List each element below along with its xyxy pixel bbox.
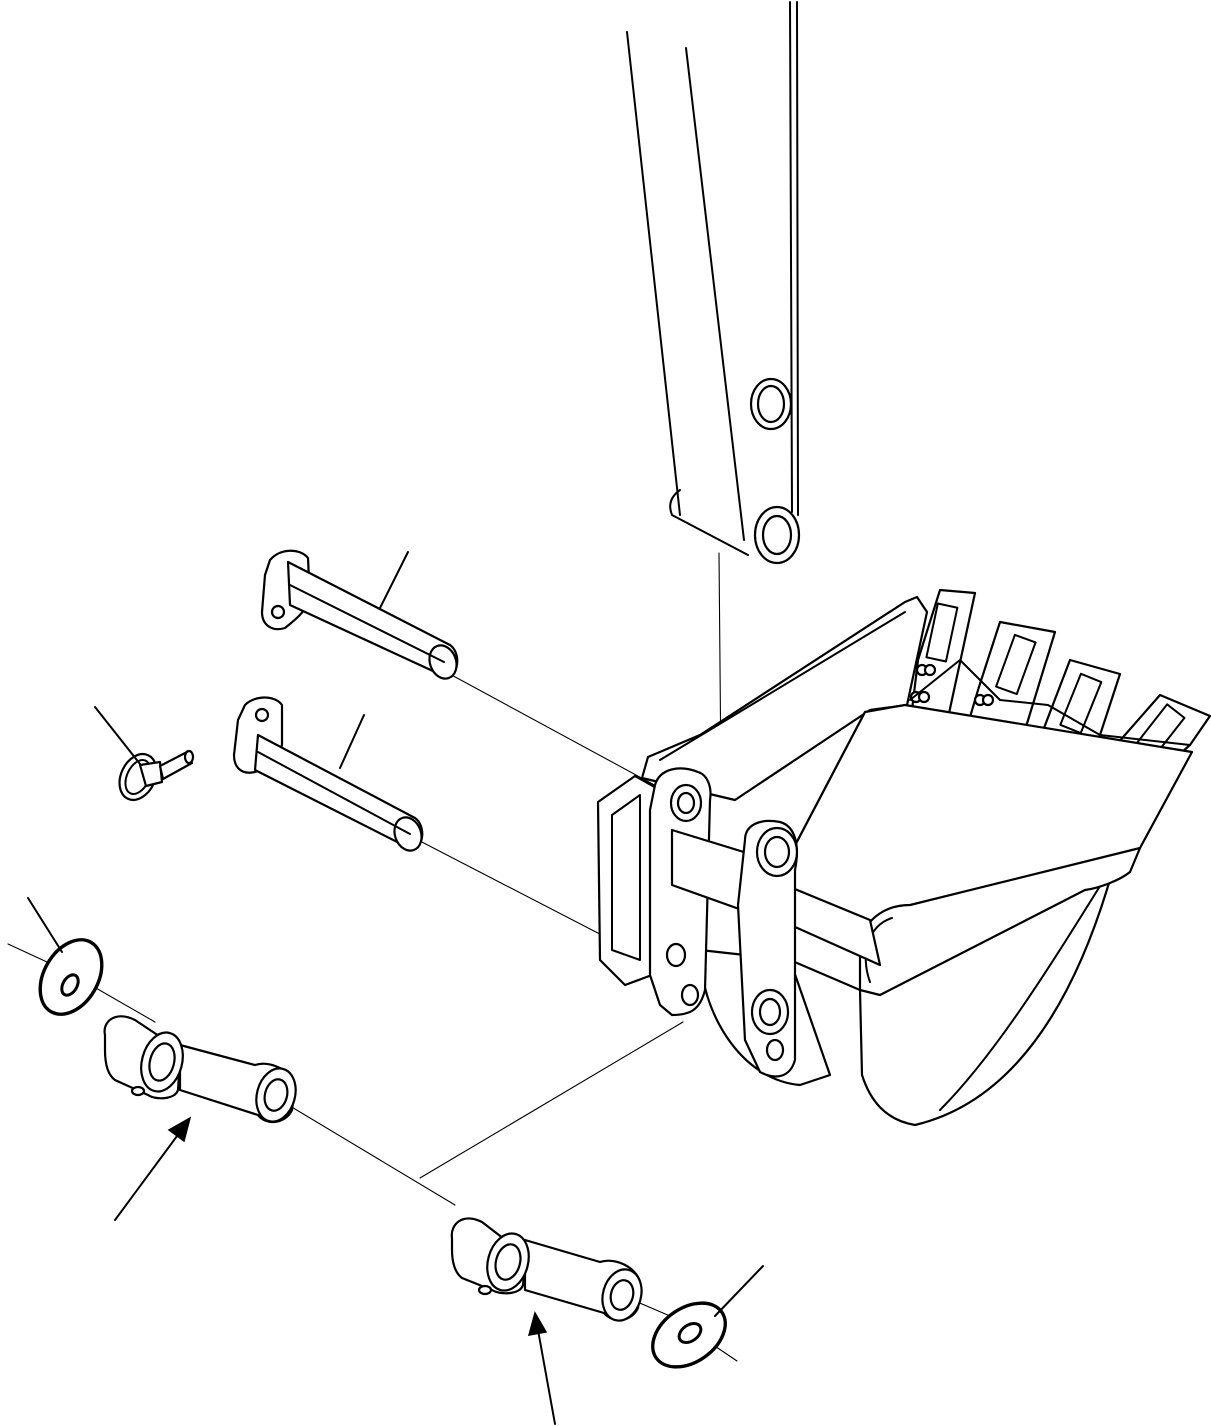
lower-pin-leader [339,714,365,769]
bracket-2-hole [765,1038,785,1062]
link-to-bucket-line [419,1021,684,1179]
bucket-upper-beam-inner [659,611,906,761]
lock-bolt [118,749,195,802]
lock-bolt-shank [158,750,194,781]
right-link [450,1217,643,1322]
bucket-bowl-curve [939,861,1116,1111]
arm-right-edge-2 [796,1,799,516]
bracket-2-lower-bore [758,997,782,1027]
left-link-arrow-shaft [114,1131,181,1221]
bracket-2-bore [763,835,791,869]
tooth-3-slot [1059,672,1103,735]
lock-bolt-head [138,760,164,788]
lower-pin-shade [257,751,411,835]
right-washer-leader [714,1265,764,1317]
upper-pin-leader [379,551,409,609]
arm [626,1,801,565]
left-link-arrow-head [167,1116,192,1143]
bracket-1-hole-a [665,942,687,968]
link-to-link-line [279,1099,456,1206]
bucket-bracket-1 [648,767,712,1017]
arm-tip-bore [761,514,793,556]
lower-pin [232,696,424,852]
lock-bolt-tip [183,749,195,765]
bracket-1-hole-b [680,983,700,1007]
lower-pin-head-hole [254,707,270,723]
left-washer [38,938,104,1016]
bracket-1-bore [676,791,696,815]
upper-pin-head-hole [270,604,286,620]
lock-bolt-leader [94,706,141,765]
right-link-arrow-head [527,1311,548,1336]
left-washer-leader [27,897,63,953]
right-link-nipple [477,1284,493,1296]
right-link-end-bore [609,1279,635,1311]
tooth-2-slot [995,633,1037,696]
arm-tip-outline [669,489,749,556]
bucket-cutting-edge [909,659,1191,746]
left-link-front-bore [148,1042,176,1082]
arrows [114,1116,556,1425]
bucket-upper-beam [640,595,929,802]
bucket-inner-edge [789,711,866,856]
bucket [596,588,1211,1127]
arm-right-edge [789,1,793,513]
left-link [103,1015,297,1123]
right-link-front-bore [494,1243,522,1281]
arm-left-edge [626,31,681,516]
upper-pin-shade [289,584,445,663]
right-link-arrow-shaft [537,1329,556,1425]
right-washer-hole [677,1321,703,1345]
leader-lines [27,551,764,1317]
arm-upper-bore-inner [756,384,786,424]
left-link-nipple [130,1085,146,1097]
left-washer-hole [60,973,80,997]
tooth-1-slot [925,602,959,663]
bucket-back-plate-left-inner [611,794,641,961]
right-washer [651,1301,727,1369]
upper-pin-line [445,671,661,789]
upper-pin [260,549,459,680]
left-link-end-bore [263,1078,289,1112]
arm-mid-edge [685,47,745,541]
